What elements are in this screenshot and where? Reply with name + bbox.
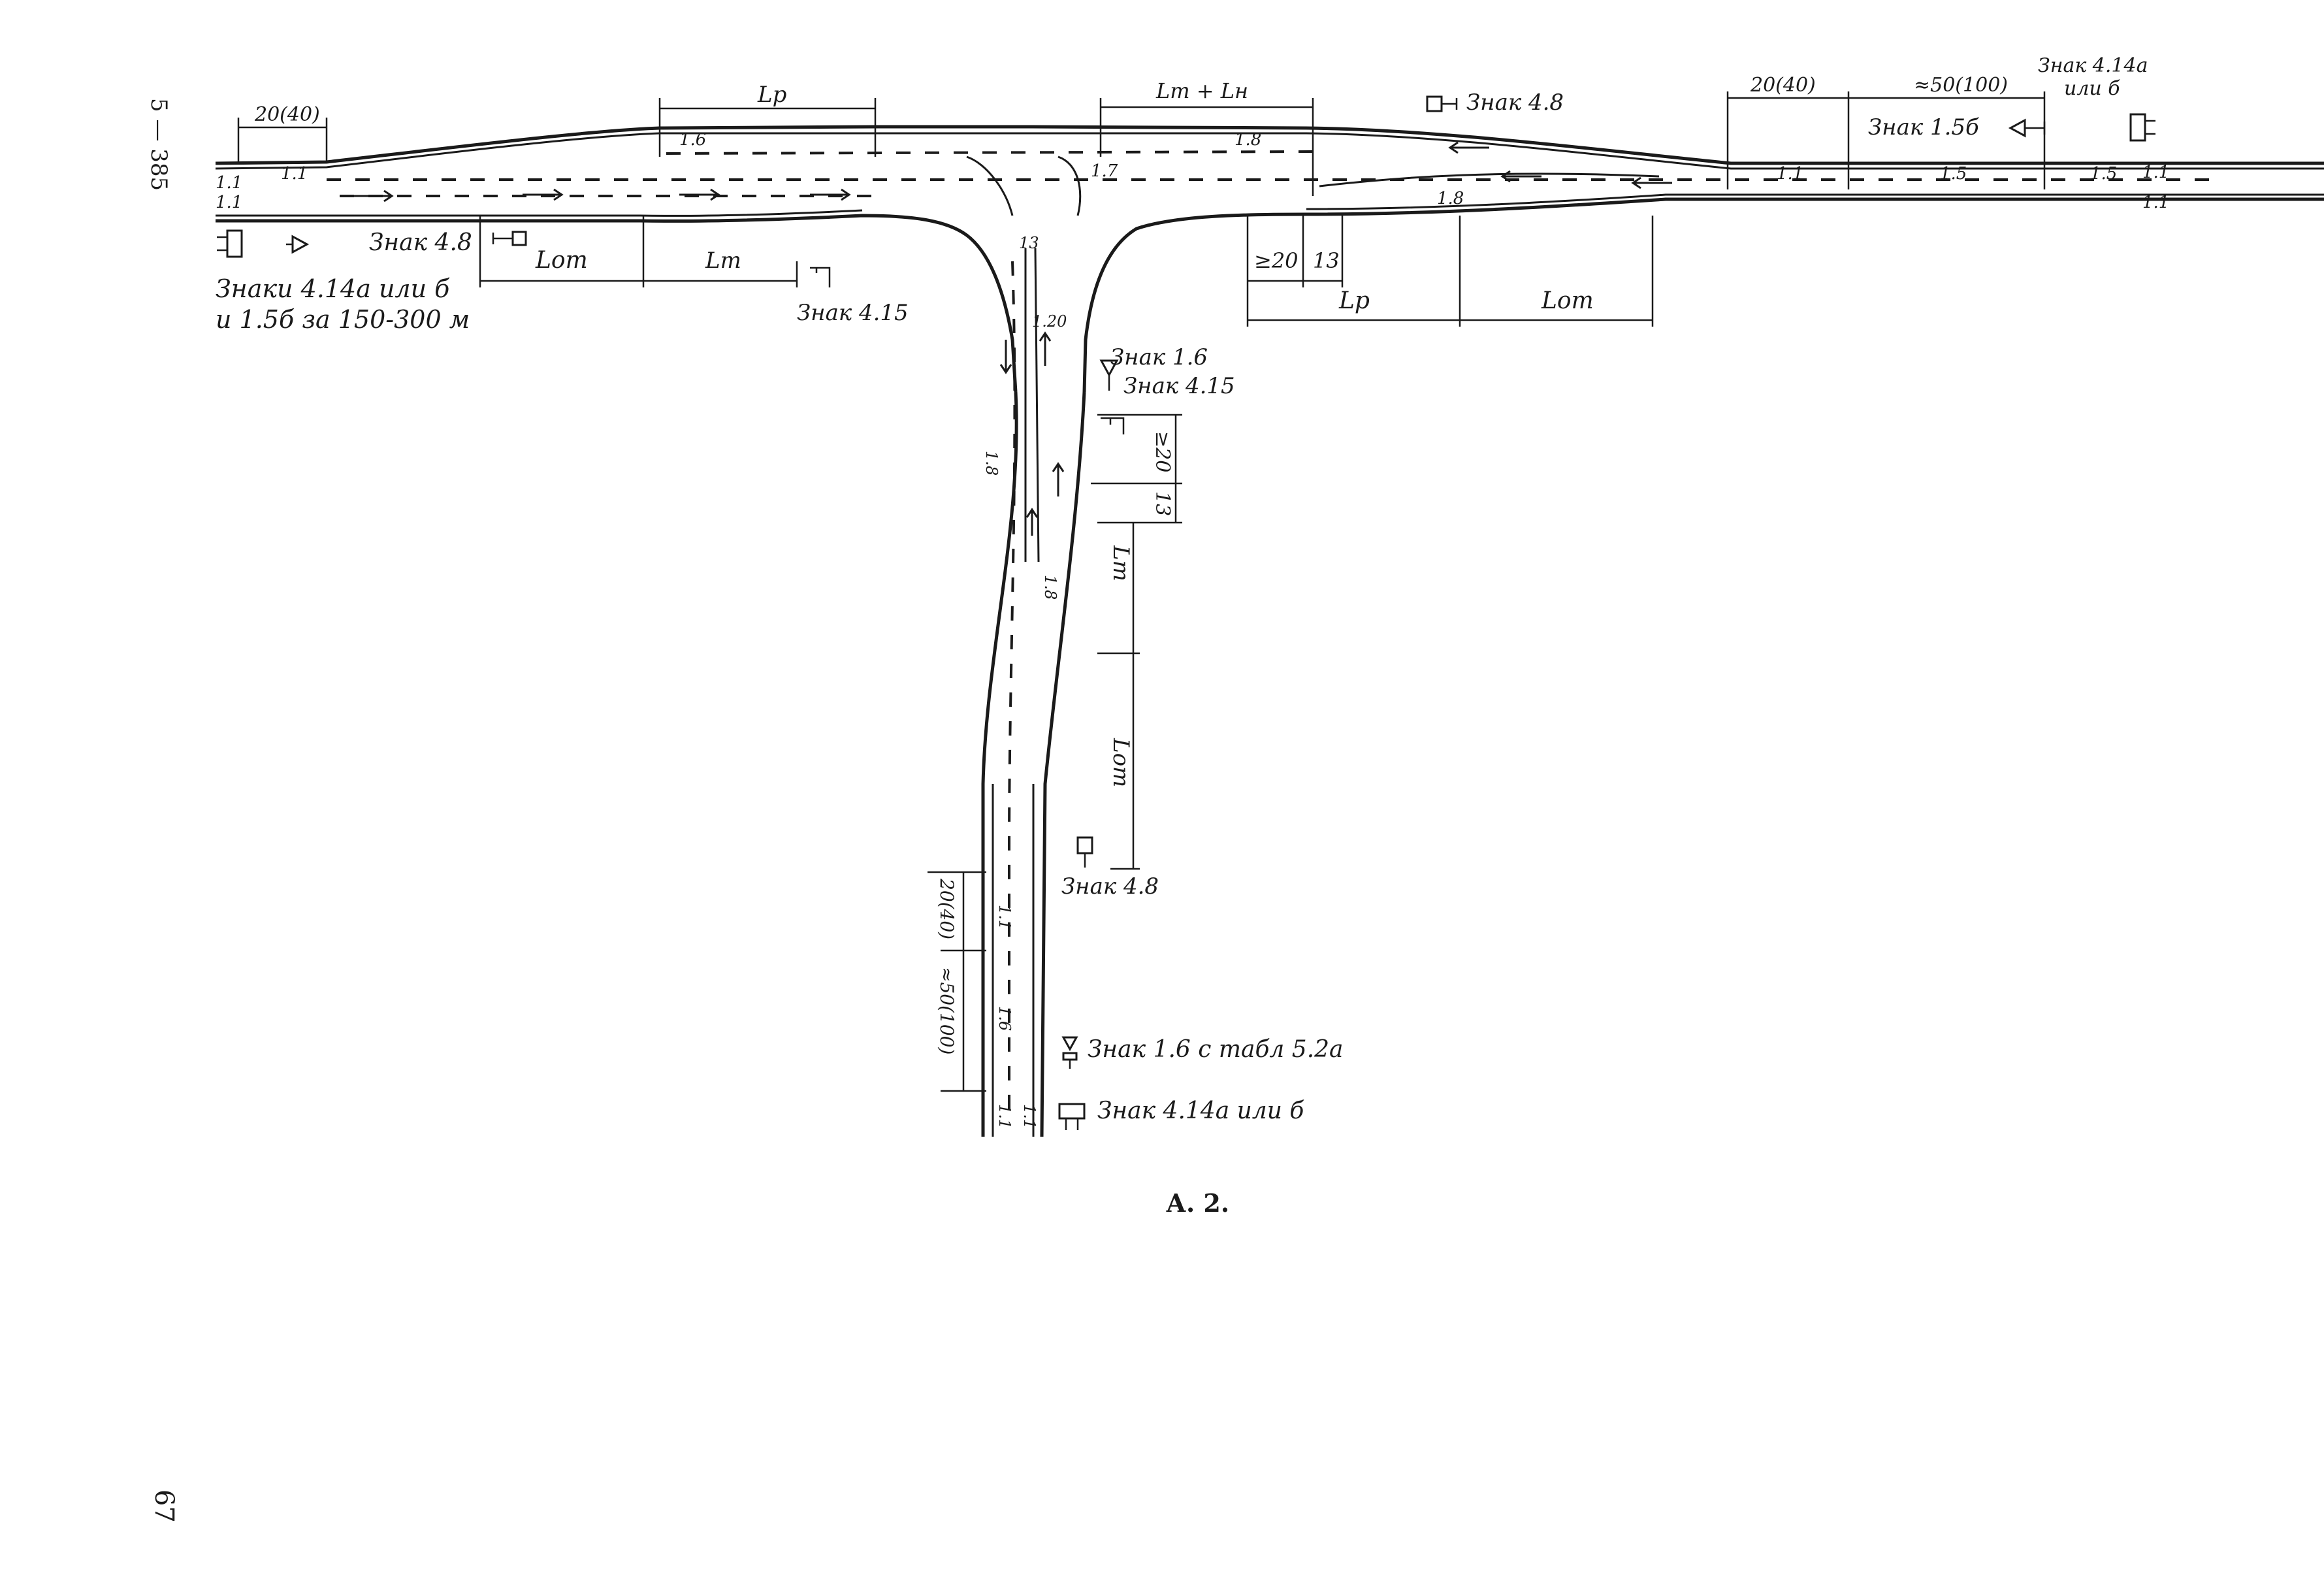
marking-1-1-b: 1.1	[281, 164, 308, 184]
sign-4-8-left-label: Знак 4.8	[369, 229, 472, 256]
sign-1-5-right-icon	[2008, 118, 2046, 138]
main-road-bottom-right-inner	[1306, 193, 2324, 210]
dim-lt-left: Lт	[705, 248, 741, 274]
sign-4-15-left-icon	[810, 267, 831, 287]
dim-top-left-20-40: 20(40)	[254, 103, 320, 126]
main-road-bottom-left-inner	[216, 209, 863, 217]
sign-4-15-right-label: Знак 4.15	[1123, 373, 1235, 399]
branch-center-dash	[1008, 261, 1016, 1111]
side-code: 5 — 385	[146, 98, 172, 191]
marking-1-8-mid: 1.8	[1437, 189, 1464, 208]
marking-1-5-right-a: 1.5	[1940, 164, 1967, 184]
dim-lot-right: Lот	[1541, 287, 1594, 314]
dim-top-right-50-100: ≈50(100)	[1914, 74, 2008, 97]
main-road-bottom-left	[216, 214, 1018, 393]
lane-arrows	[353, 141, 1672, 203]
dim-top-right-20-40: 20(40)	[1750, 74, 1816, 97]
sign-4-14-left-icon	[217, 229, 243, 258]
marking-1-8-top: 1.8	[1235, 130, 1261, 150]
main-road-top-edge	[215, 125, 2324, 165]
marking-1-8-branch: 1.8	[982, 451, 1001, 476]
main-road-top-edge-inner	[215, 132, 2324, 170]
dim-13-right: 13	[1313, 248, 1340, 273]
marking-1-1-br: 1.1	[1020, 1104, 1039, 1129]
main-road	[215, 125, 2324, 393]
marking-13: 13	[1019, 234, 1039, 252]
signs-left-label-2: и 1.5б за 150-300 м	[216, 305, 470, 334]
sign-symbols	[217, 95, 2155, 1130]
marking-1-6-bottom: 1.6	[995, 1006, 1014, 1031]
sign-4-8-left-icon	[492, 231, 527, 246]
branch-right-edge	[1040, 391, 1086, 1137]
sign-4-14-top-right-label: Знак 4.14а	[2038, 54, 2148, 77]
left-island-curve	[966, 155, 1014, 216]
sign-4-15-left-label: Знак 4.15	[797, 300, 909, 326]
signs-left-label-1: Знаки 4.14а или б	[216, 274, 450, 303]
sign-4-8-top-icon	[1426, 95, 1458, 112]
main-road-bottom-right	[1082, 197, 2324, 393]
dim-ge20-vertical: ≥20	[1151, 431, 1174, 472]
sign-1-5-left-icon	[286, 235, 310, 254]
dim-lot-vertical: Lот	[1108, 738, 1134, 787]
marking-1-5-right-b: 1.5	[2090, 164, 2117, 184]
marking-1-8-branch-2: 1.8	[1041, 575, 1059, 600]
page-number: 67	[149, 1489, 179, 1523]
marking-1-7: 1.7	[1091, 161, 1118, 181]
marking-1-1-bl: 1.1	[995, 1104, 1014, 1129]
branch-road	[981, 248, 1086, 1137]
sign-1-6-right-icon	[1099, 359, 1119, 391]
sign-4-15-right-icon	[1101, 417, 1125, 434]
sign-4-14-bottom-icon	[1058, 1103, 1086, 1130]
sign-1-6-table-icon	[1061, 1036, 1078, 1069]
sign-1-6-right-label: Знак 1.6	[1110, 344, 1208, 370]
sign-4-14-bottom-label: Знак 4.14а или б	[1097, 1097, 1304, 1124]
marking-1-1-bottom: 1.1	[995, 905, 1014, 930]
marking-1-20: 1.20	[1032, 312, 1067, 331]
sign-4-8-top-label: Знак 4.8	[1466, 89, 1564, 116]
sign-4-14-top-right-icon	[2129, 113, 2155, 142]
branch-left-edge	[981, 391, 1018, 1137]
marking-labels: 1.1 1.1 1.1 1.6 1.8 1.7 1.8 1.1 1.5 1.5 …	[216, 130, 2169, 1129]
marking-1-1-right-a: 1.1	[2142, 163, 2169, 182]
dim-lp-right: Lр	[1338, 287, 1370, 314]
sign-1-5-right-label: Знак 1.5б	[1868, 114, 1979, 140]
dim-lt-lh-top: Lт + Lн	[1155, 78, 1248, 103]
figure-caption: А. 2.	[1166, 1188, 1229, 1218]
dim-13-vertical: 13	[1151, 491, 1174, 516]
upper-lane-dash	[666, 150, 1314, 155]
marking-1-1-right-b: 1.1	[2142, 193, 2169, 212]
sign-4-8-bottom-icon	[1076, 836, 1093, 868]
right-taper-line	[1319, 172, 1660, 187]
marking-1-1-right: 1.1	[1777, 164, 1803, 184]
dimension-lines	[237, 91, 2046, 1092]
dim-lot-left: Lот	[535, 247, 588, 274]
dim-bottom-20-40: 20(40)	[936, 878, 958, 939]
marking-1-1-c: 1.1	[216, 193, 242, 212]
sign-1-6-table-label: Знак 1.6 с табл 5.2а	[1088, 1036, 1344, 1063]
sign-4-8-bottom-label: Знак 4.8	[1061, 873, 1159, 900]
dim-lp-top: Lр	[757, 82, 786, 108]
dim-bottom-50-100: ≈50(100)	[936, 967, 958, 1054]
dim-ge20-right: ≥20	[1254, 248, 1299, 273]
branch-arrows	[999, 331, 1065, 536]
marking-1-6-left: 1.6	[679, 130, 706, 150]
dim-lt-vertical: Lт	[1108, 545, 1134, 581]
sign-4-14-top-right-label-2: или б	[2064, 77, 2120, 100]
marking-1-1-a: 1.1	[216, 173, 242, 193]
right-island-curve	[1057, 155, 1082, 216]
branch-median-line-2	[1034, 248, 1040, 562]
